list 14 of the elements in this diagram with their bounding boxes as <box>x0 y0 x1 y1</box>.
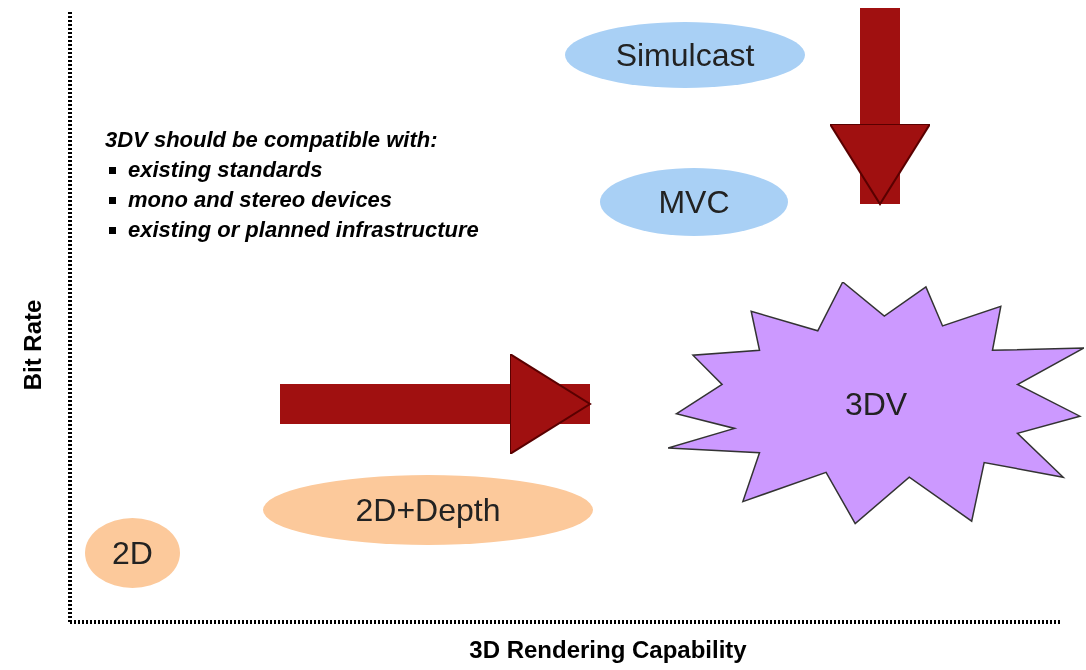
block-arrow <box>829 8 931 205</box>
node-label: 2D+Depth <box>355 491 501 529</box>
list-item: existing standards <box>128 156 323 184</box>
node-label: MVC <box>658 183 730 221</box>
block-arrow <box>280 353 591 455</box>
axis-title: 3D Rendering Capability <box>469 636 747 664</box>
starburst-shape <box>668 282 1084 526</box>
node-label: 2D <box>112 534 153 572</box>
list-item: existing or planned infrastructure <box>128 216 479 244</box>
node-label: 3DV <box>844 385 908 423</box>
axis-title: Bit Rate <box>19 299 47 391</box>
list-item: mono and stereo devices <box>128 186 393 214</box>
node-label: Simulcast <box>615 36 755 74</box>
note-heading: 3DV should be compatible with: <box>105 127 439 153</box>
